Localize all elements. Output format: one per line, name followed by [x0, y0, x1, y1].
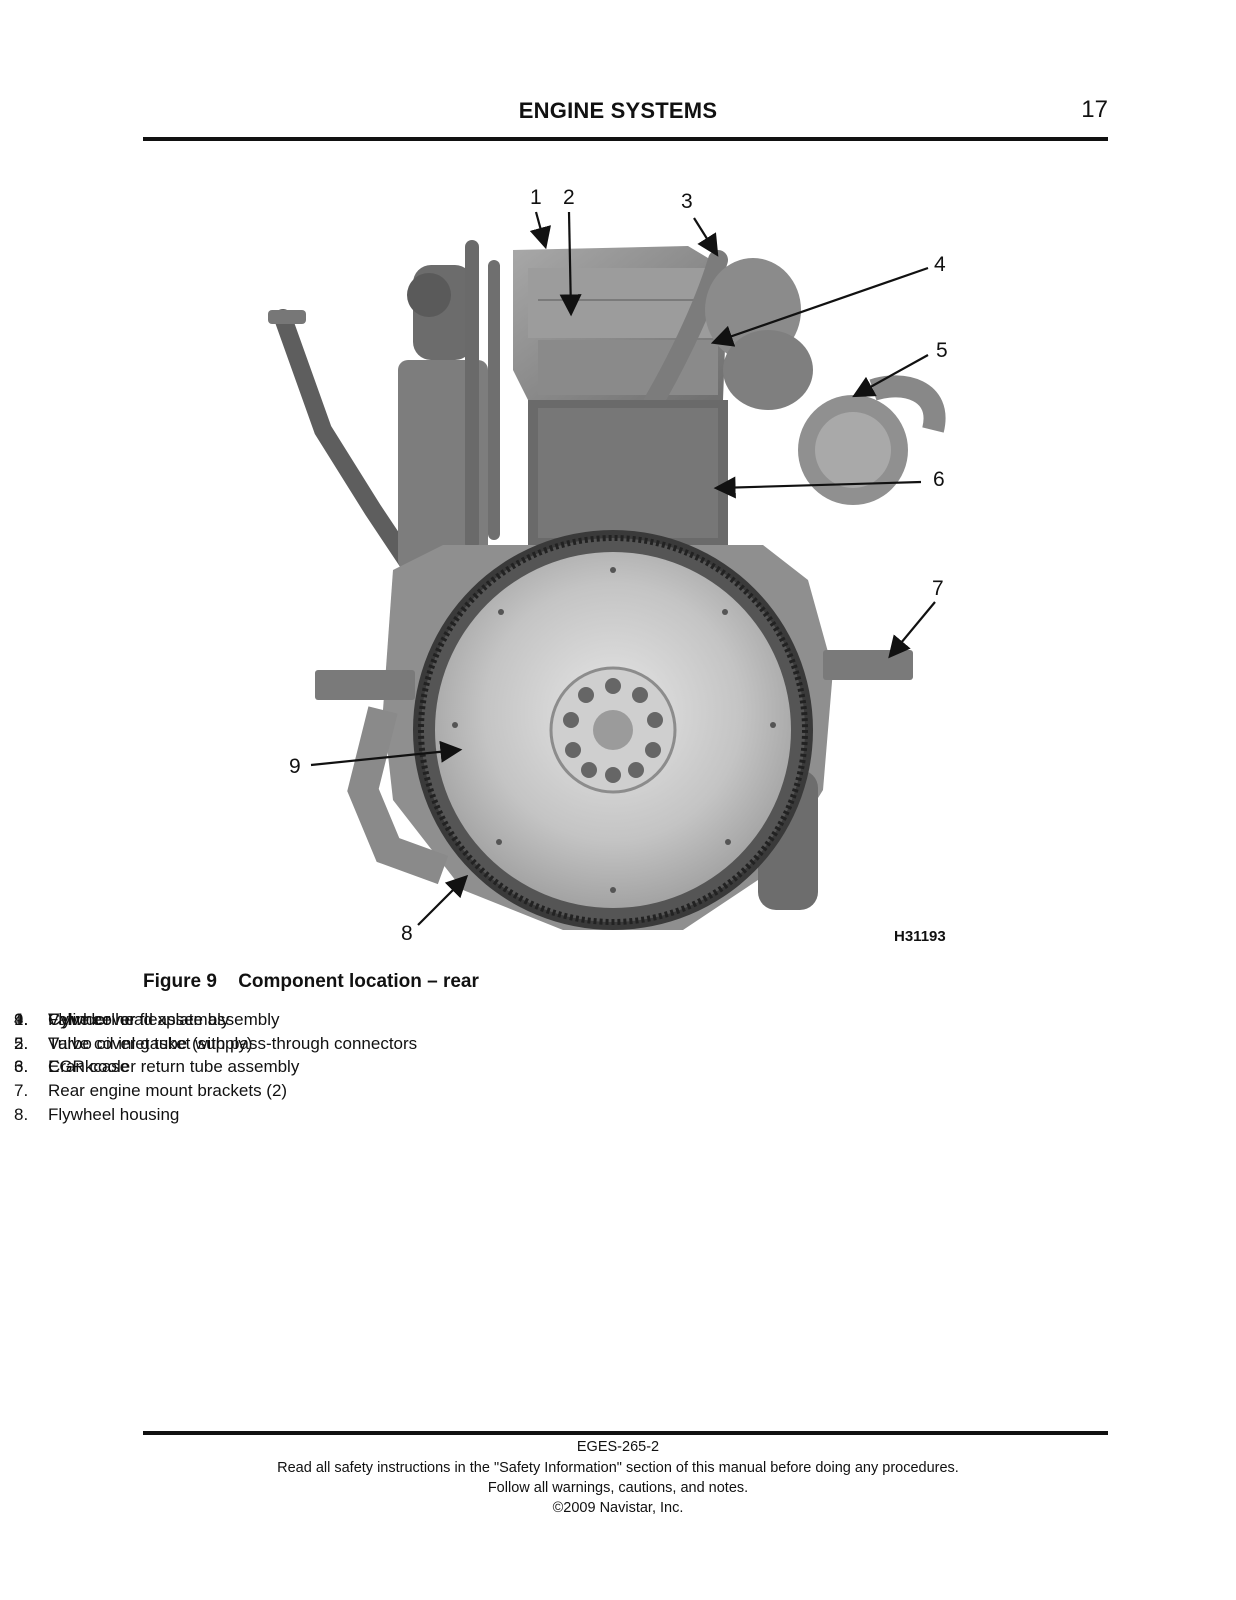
legend-item-number: 3. — [14, 1057, 29, 1077]
legend-column-3: 9. Flywheel or flexplate assembly — [0, 1008, 279, 1032]
page-number: 17 — [1081, 96, 1108, 123]
figure-image-id: H31193 — [894, 928, 946, 945]
legend-item-number: 6. — [14, 1057, 29, 1077]
callout-3: 3 — [681, 190, 693, 213]
legend-item-text: EGR cooler return tube assembly — [48, 1057, 300, 1077]
legend-item-text: Turbo oil inlet tube (supply) — [48, 1033, 253, 1053]
legend-item-number: 4. — [14, 1010, 29, 1029]
legend-item: 1. Valve cover — [0, 1008, 417, 1032]
header-rule — [143, 137, 1108, 141]
legend-item: 6. Crankcase — [0, 1055, 287, 1079]
legend-item: 5. Turbo oil inlet tube (supply) — [0, 1032, 287, 1056]
callout-1: 1 — [530, 186, 542, 209]
legend-item: 2. Valve cover gasket with pass-through c… — [0, 1032, 417, 1056]
figure-caption-number: Figure 9 — [143, 971, 217, 992]
legend-item-text: Rear engine mount brackets (2) — [48, 1081, 288, 1101]
engine-rear-illustration — [268, 211, 946, 930]
footer-safety-line: Read all safety instructions in the "Saf… — [277, 1460, 959, 1476]
callout-5: 5 — [936, 339, 948, 362]
figure-caption-text: Component location – rear — [238, 971, 479, 992]
engine-figure: 1 2 3 4 5 6 7 8 9 H31193 — [143, 150, 1108, 950]
legend-item-number: 9. — [14, 1010, 29, 1029]
legend-item-text: Crankcase — [48, 1057, 130, 1077]
legend-item-number: 1. — [14, 1010, 29, 1029]
footer-doc-code: EGES-265-2 — [576, 1439, 660, 1455]
page-header-title: ENGINE SYSTEMS — [518, 98, 718, 123]
legend-item-number: 8. — [14, 1104, 29, 1124]
legend-item: 7. Rear engine mount brackets (2) — [0, 1079, 287, 1103]
callout-8: 8 — [401, 922, 413, 945]
legend-item-number: 7. — [14, 1081, 29, 1101]
legend-item-text: Valve cover gasket with pass-through con… — [48, 1033, 418, 1053]
legend-item-text: Flywheel housing — [48, 1104, 180, 1124]
legend-item-number: 2. — [14, 1033, 29, 1053]
callout-2: 2 — [563, 186, 575, 209]
callout-9: 9 — [289, 755, 301, 778]
footer-rule — [143, 1431, 1108, 1435]
legend-item-text: Valve cover — [48, 1010, 136, 1029]
legend-item: 8. Flywheel housing — [0, 1103, 287, 1127]
legend-item-number: 5. — [14, 1033, 29, 1053]
legend-item-text: Flywheel or flexplate assembly — [48, 1010, 280, 1029]
figure-caption: Figure 9 Component location – rear — [143, 971, 479, 993]
footer-warnings-line: Follow all warnings, cautions, and notes… — [487, 1480, 749, 1496]
legend-column-2: 4. Cylinder head assembly 5. Turbo oil inl… — [0, 1008, 287, 1127]
legend-item: 9. Flywheel or flexplate assembly — [0, 1008, 279, 1032]
legend-column-1: 1. Valve cover 2. Valve cover gasket with … — [0, 1008, 417, 1079]
footer-copyright: ©2009 Navistar, Inc. — [552, 1500, 684, 1516]
callout-6: 6 — [933, 468, 945, 491]
callout-7: 7 — [932, 577, 944, 600]
callout-4: 4 — [934, 253, 946, 276]
legend-item-text: Cylinder head assembly — [48, 1010, 230, 1029]
legend-item: 3. EGR cooler return tube assembly — [0, 1055, 417, 1079]
legend-item: 4. Cylinder head assembly — [0, 1008, 287, 1032]
